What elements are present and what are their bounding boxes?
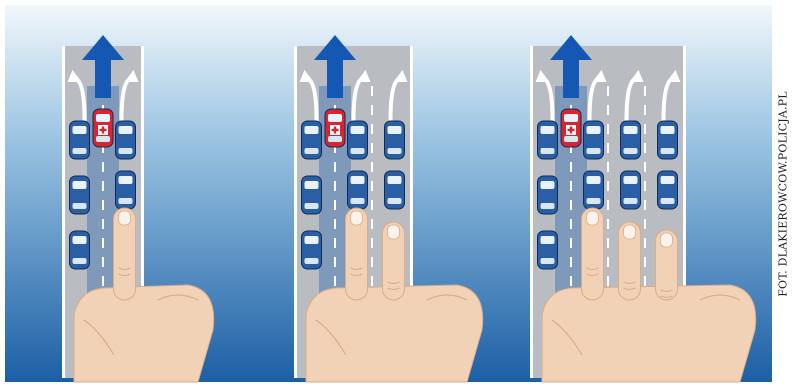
fingernail <box>661 233 673 247</box>
blue-car <box>584 171 604 209</box>
raised-finger <box>383 222 405 300</box>
car-rear-window <box>587 198 601 204</box>
photo-credit: FOT. DLAKIEROWCOW.POLICJA.PL <box>772 0 794 387</box>
car-rear-window <box>73 203 87 209</box>
blue-car <box>116 171 136 209</box>
blue-car <box>385 171 405 209</box>
car-rear-window <box>624 198 638 204</box>
photo-credit-text: FOT. DLAKIEROWCOW.POLICJA.PL <box>777 91 790 297</box>
car-rear-window <box>661 198 675 204</box>
car-windshield <box>351 176 365 184</box>
raised-finger <box>656 230 678 300</box>
car-rear-window <box>564 136 578 142</box>
car-windshield <box>96 114 110 122</box>
car-windshield <box>587 176 601 184</box>
blue-car <box>621 171 641 209</box>
blue-arrow-shaft <box>563 58 579 98</box>
fingernail <box>388 225 400 239</box>
car-rear-window <box>305 258 319 264</box>
blue-arrow-shaft <box>327 58 343 98</box>
car-windshield <box>73 126 87 134</box>
raised-finger <box>114 208 136 300</box>
ambulance-cross-h <box>100 129 107 131</box>
car-rear-window <box>305 148 319 154</box>
blue-car <box>584 121 604 159</box>
car-windshield <box>119 176 133 184</box>
car-windshield <box>305 236 319 244</box>
car-rear-window <box>541 258 555 264</box>
blue-car <box>538 231 558 269</box>
palm <box>74 285 214 382</box>
car-windshield <box>661 176 675 184</box>
car-windshield <box>351 126 365 134</box>
car-windshield <box>305 126 319 134</box>
car-windshield <box>541 236 555 244</box>
blue-car <box>70 176 90 214</box>
blue-car <box>70 121 90 159</box>
car-rear-window <box>351 198 365 204</box>
ambulance-icon <box>325 109 345 147</box>
blue-arrow-shaft <box>95 58 111 98</box>
fingernail <box>351 211 363 225</box>
car-rear-window <box>541 203 555 209</box>
blue-car <box>70 231 90 269</box>
car-rear-window <box>587 148 601 154</box>
blue-car <box>385 121 405 159</box>
fingernail <box>587 211 599 225</box>
car-windshield <box>388 126 402 134</box>
fingernail <box>624 225 636 239</box>
blue-car <box>302 121 322 159</box>
car-windshield <box>73 181 87 189</box>
car-windshield <box>73 236 87 244</box>
car-rear-window <box>73 148 87 154</box>
car-windshield <box>624 126 638 134</box>
car-rear-window <box>388 198 402 204</box>
raised-finger <box>619 222 641 300</box>
blue-car <box>302 176 322 214</box>
car-rear-window <box>119 148 133 154</box>
ambulance-icon <box>561 109 581 147</box>
road-edge-line <box>62 46 65 378</box>
car-rear-window <box>73 258 87 264</box>
car-rear-window <box>305 203 319 209</box>
car-windshield <box>624 176 638 184</box>
raised-finger <box>346 208 368 300</box>
car-rear-window <box>119 198 133 204</box>
car-rear-window <box>351 148 365 154</box>
car-windshield <box>119 126 133 134</box>
fingernail <box>119 211 131 225</box>
car-windshield <box>661 126 675 134</box>
blue-car <box>621 121 641 159</box>
blue-car <box>658 171 678 209</box>
car-rear-window <box>388 148 402 154</box>
blue-car <box>348 171 368 209</box>
ambulance-cross-h <box>332 129 339 131</box>
blue-car <box>658 121 678 159</box>
ambulance-icon <box>93 109 113 147</box>
car-rear-window <box>541 148 555 154</box>
road-edge-line <box>294 46 297 378</box>
car-windshield <box>541 181 555 189</box>
car-rear-window <box>328 136 342 142</box>
car-rear-window <box>661 148 675 154</box>
raised-finger <box>582 208 604 300</box>
car-windshield <box>305 181 319 189</box>
blue-car <box>116 121 136 159</box>
blue-car <box>538 121 558 159</box>
car-windshield <box>541 126 555 134</box>
ambulance-cross-h <box>568 129 575 131</box>
car-windshield <box>564 114 578 122</box>
car-windshield <box>328 114 342 122</box>
car-windshield <box>388 176 402 184</box>
blue-car <box>538 176 558 214</box>
car-windshield <box>587 126 601 134</box>
blue-car <box>348 121 368 159</box>
palm <box>542 285 756 382</box>
car-rear-window <box>624 148 638 154</box>
blue-car <box>302 231 322 269</box>
car-rear-window <box>96 136 110 142</box>
road-edge-line <box>530 46 533 378</box>
